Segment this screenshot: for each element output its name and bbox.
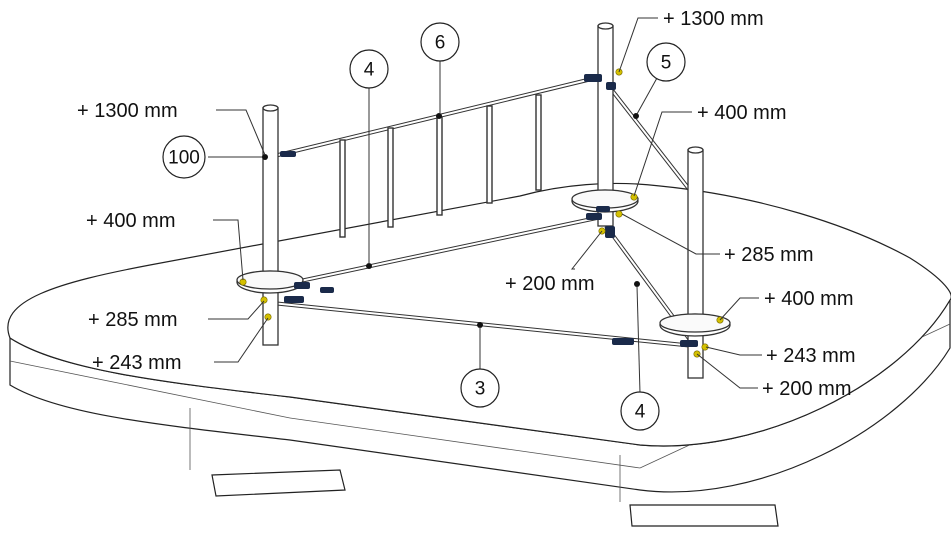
height-labels: + 1300 mm + 400 mm + 285 mm + 243 mm + 1…	[77, 8, 855, 400]
fittings	[280, 74, 698, 347]
svg-text:4: 4	[635, 402, 646, 423]
label-left-post-low: + 243 mm	[92, 352, 181, 374]
label-back-post-mid: + 285 mm	[724, 244, 813, 266]
label-back-post-disc: + 400 mm	[697, 102, 786, 124]
svg-text:5: 5	[661, 53, 672, 74]
callout-5: 5	[646, 42, 686, 82]
label-back-post-top: + 1300 mm	[663, 8, 764, 30]
label-right-post-disc: + 400 mm	[764, 288, 853, 310]
label-left-post-top: + 1300 mm	[77, 100, 178, 122]
callout-100: 100	[162, 135, 206, 179]
svg-text:100: 100	[168, 148, 200, 169]
platform-foot-right	[629, 504, 779, 527]
platform-top	[7, 182, 951, 447]
label-left-post-mid: + 285 mm	[88, 309, 177, 331]
callout-4-lower: 4	[620, 391, 660, 431]
leader-lines	[208, 17, 762, 394]
label-right-post-mid: + 243 mm	[766, 345, 855, 367]
callout-dots	[262, 113, 640, 328]
label-right-post-low: + 200 mm	[762, 378, 851, 400]
svg-text:4: 4	[364, 60, 375, 81]
callout-4-upper: 4	[349, 49, 389, 89]
callout-6: 6	[420, 22, 460, 62]
platform-foot-left	[211, 469, 346, 497]
label-back-post-low: + 200 mm	[505, 273, 594, 295]
callouts: 100 4 6 5 3 4	[162, 22, 686, 431]
callout-3: 3	[460, 368, 500, 408]
label-left-post-disc: + 400 mm	[86, 210, 175, 232]
post-left	[262, 107, 279, 346]
svg-text:3: 3	[475, 379, 486, 400]
svg-text:6: 6	[435, 33, 446, 54]
platform	[7, 182, 951, 527]
